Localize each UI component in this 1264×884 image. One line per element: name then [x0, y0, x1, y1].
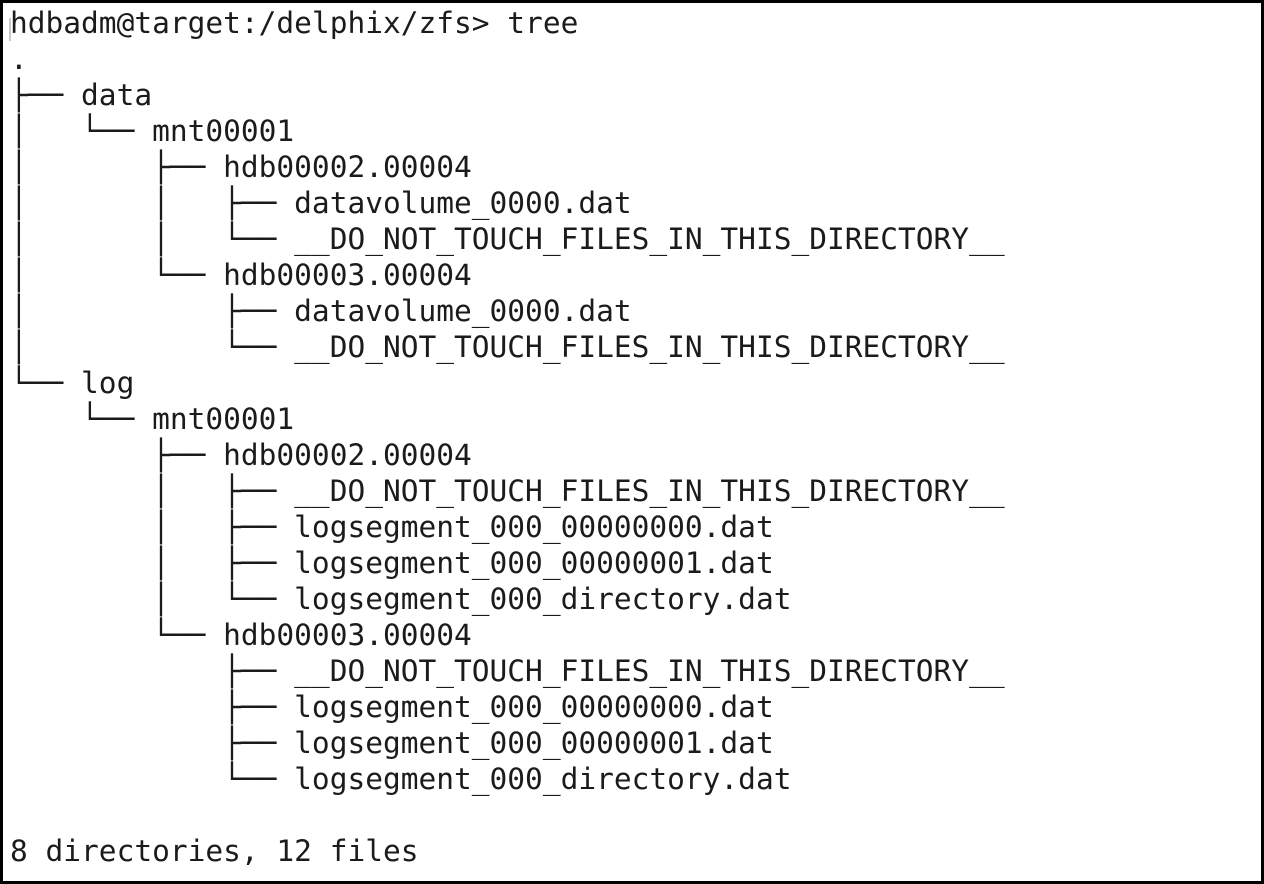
tree-line: ├── logsegment_000_00000001.dat	[10, 726, 774, 760]
tree-line: ├── data	[10, 78, 153, 112]
terminal-screen: hdbadm@target:/delphix/zfs> tree .├── da…	[10, 5, 1261, 869]
prompt-line: hdbadm@target:/delphix/zfs> tree	[10, 6, 579, 40]
tree-line: .	[10, 42, 28, 76]
tree-line: │ ├── hdb00002.00004	[10, 150, 472, 184]
tree-line: │ └── hdb00003.00004	[10, 258, 472, 292]
tree-line: │ ├── logsegment_000_00000001.dat	[10, 546, 774, 580]
tree-line: ├── __DO_NOT_TOUCH_FILES_IN_THIS_DIRECTO…	[10, 654, 1005, 688]
tree-line: │ │ └── __DO_NOT_TOUCH_FILES_IN_THIS_DIR…	[10, 222, 1005, 256]
tree-line: └── mnt00001	[10, 402, 295, 436]
summary-line: 8 directories, 12 files	[10, 834, 419, 868]
tree-line: │ ├── __DO_NOT_TOUCH_FILES_IN_THIS_DIREC…	[10, 474, 1005, 508]
tree-line: ├── hdb00002.00004	[10, 438, 472, 472]
tree-line: │ ├── logsegment_000_00000000.dat	[10, 510, 774, 544]
tree-line: │ │ ├── datavolume_0000.dat	[10, 186, 632, 220]
tree-line: └── hdb00003.00004	[10, 618, 472, 652]
tree-line: │ └── mnt00001	[10, 114, 295, 148]
tree-line	[10, 797, 1261, 833]
tree-line: └── logsegment_000_directory.dat	[10, 762, 792, 796]
tree-output: .├── data│ └── mnt00001│ ├── hdb00002.00…	[10, 41, 1261, 833]
text-cursor	[9, 18, 11, 41]
tree-line: ├── logsegment_000_00000000.dat	[10, 690, 774, 724]
tree-line: │ └── logsegment_000_directory.dat	[10, 582, 792, 616]
tree-line: │ ├── datavolume_0000.dat	[10, 294, 632, 328]
tree-line: │ └── __DO_NOT_TOUCH_FILES_IN_THIS_DIREC…	[10, 330, 1005, 364]
tree-line: └── log	[10, 366, 135, 400]
